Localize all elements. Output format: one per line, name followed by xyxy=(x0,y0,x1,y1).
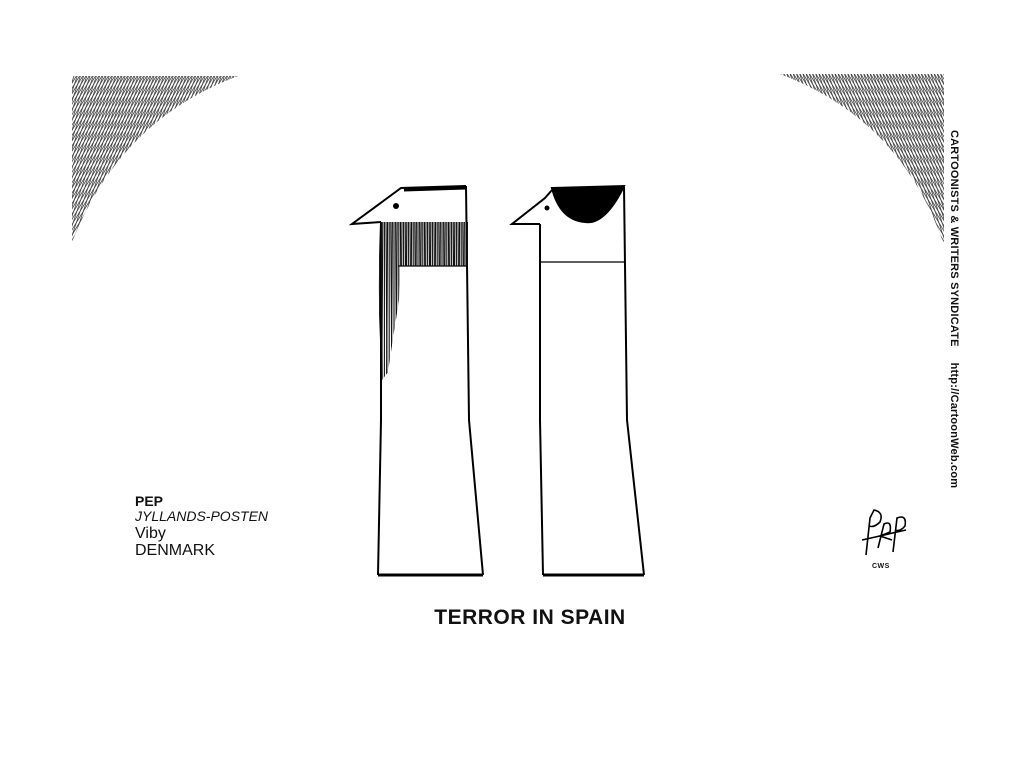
left-corner-hatching xyxy=(72,76,238,242)
country-name: DENMARK xyxy=(135,542,216,560)
syndicate-credit: CARTOONISTS & WRITERS SYNDICATE http://Ca… xyxy=(948,130,960,488)
syndicate-name: CARTOONISTS & WRITERS SYNDICATE xyxy=(948,130,960,347)
right-corner-hatching xyxy=(780,74,944,245)
city-name: Viby xyxy=(135,524,166,542)
cws-mark: CWS xyxy=(872,563,890,570)
artist-signature xyxy=(861,509,907,556)
plain-figure xyxy=(509,184,645,577)
beard xyxy=(378,222,468,380)
syndicate-url: http://CartoonWeb.com xyxy=(948,362,960,489)
cartoonist-credit: PEP JYLLANDS-POSTEN Viby DENMARK xyxy=(135,493,269,560)
cartoon-caption: TERROR IN SPAIN xyxy=(434,606,626,629)
bearded-figure xyxy=(348,185,484,577)
cartoonist-name: PEP xyxy=(135,493,164,509)
newspaper-name: JYLLANDS-POSTEN xyxy=(135,508,269,525)
